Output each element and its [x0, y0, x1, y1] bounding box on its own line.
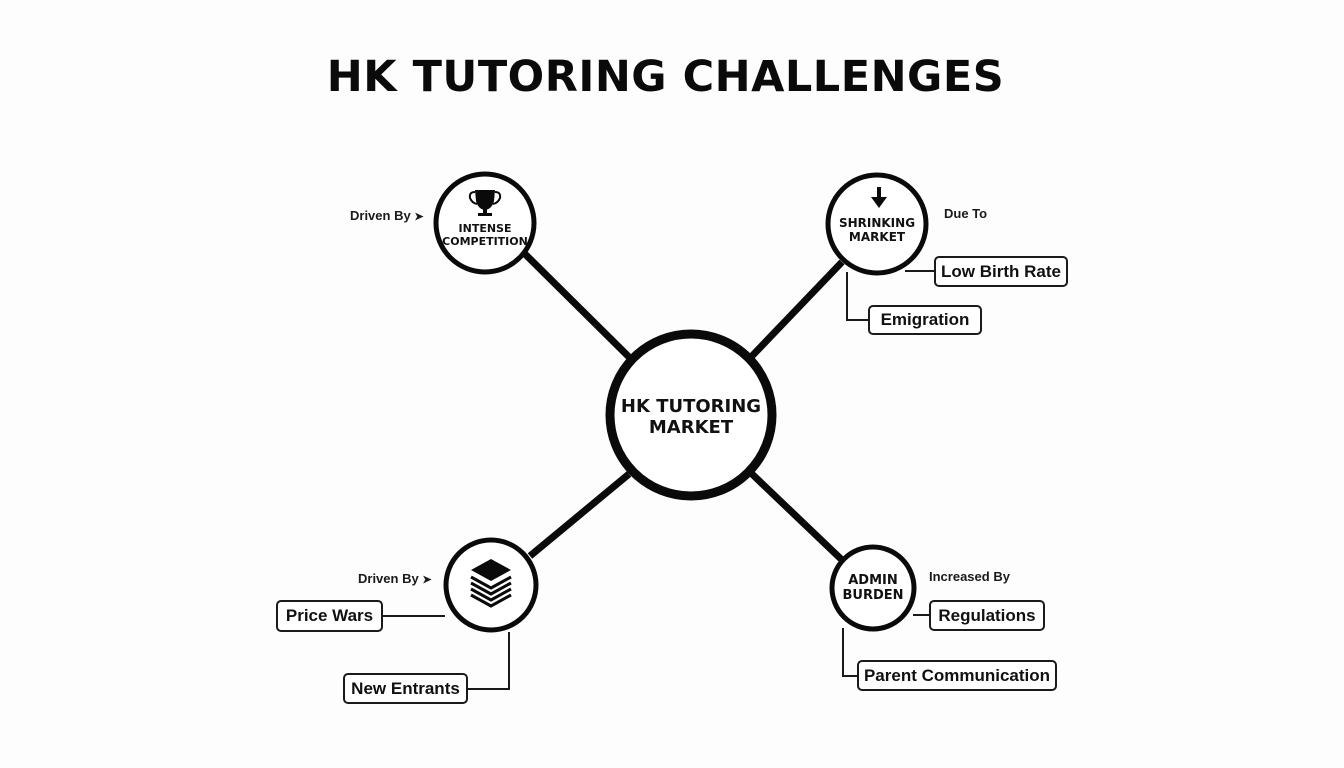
relation-label-driven-by-competition: Driven By ➤ — [350, 208, 424, 223]
relation-label-increased-by: Increased By — [929, 569, 1010, 584]
box-low-birth-rate[interactable]: Low Birth Rate — [934, 256, 1068, 287]
arrow-down-icon — [871, 187, 887, 208]
box-price-wars[interactable]: Price Wars — [276, 600, 383, 632]
arrow-right-icon: ➤ — [414, 211, 424, 223]
shrinking-market-line1: SHRINKING — [838, 216, 916, 230]
box-parent-communication[interactable]: Parent Communication — [857, 660, 1057, 691]
relation-label-due-to: Due To — [944, 206, 988, 221]
connector-lines — [383, 270, 934, 690]
layers-icon — [470, 559, 512, 608]
admin-burden-line2: BURDEN — [842, 588, 904, 604]
relation-text: Driven By — [350, 208, 411, 223]
center-node-circle[interactable] — [605, 329, 777, 501]
intense-competition-line2: COMPETITION — [442, 234, 528, 248]
spoke-intense-competition — [521, 250, 632, 360]
node-shrinking-market-circle[interactable] — [825, 172, 929, 276]
box-emigration[interactable]: Emigration — [868, 305, 982, 335]
page-title: HK TUTORING CHALLENGES — [326, 52, 1005, 102]
spoke-price-pressure — [527, 471, 632, 559]
connector-parent-communication — [842, 628, 857, 677]
node-shrinking-market-label: SHRINKING MARKET — [822, 216, 932, 244]
box-regulations[interactable]: Regulations — [929, 600, 1045, 631]
intense-competition-line1: INTENSE — [458, 222, 512, 235]
node-intense-competition-circle[interactable] — [433, 171, 537, 275]
center-node-label: HK TUTORING MARKET — [601, 396, 781, 438]
relation-label-driven-by-price: Driven By ➤ — [358, 571, 432, 586]
node-intense-competition-label: INTENSE COMPETITION — [430, 222, 540, 249]
connector-new-entrants — [468, 632, 510, 690]
relation-text: Driven By — [358, 571, 419, 586]
spoke-shrinking-market — [749, 259, 845, 359]
spoke-admin-burden — [749, 471, 844, 562]
center-label-line1: HK TUTORING — [620, 396, 762, 417]
center-label-line2: MARKET — [648, 417, 734, 439]
connector-emigration — [846, 272, 868, 321]
admin-burden-line1: ADMIN — [848, 573, 898, 588]
trophy-icon — [468, 190, 502, 216]
spoke-lines — [521, 250, 845, 562]
node-admin-burden-label: ADMIN BURDEN — [823, 573, 923, 604]
arrow-right-icon: ➤ — [422, 574, 432, 586]
node-price-pressure-circle[interactable] — [443, 537, 539, 633]
shrinking-market-line2: MARKET — [848, 230, 906, 245]
node-admin-burden-circle[interactable] — [829, 544, 917, 632]
box-new-entrants[interactable]: New Entrants — [343, 673, 468, 704]
